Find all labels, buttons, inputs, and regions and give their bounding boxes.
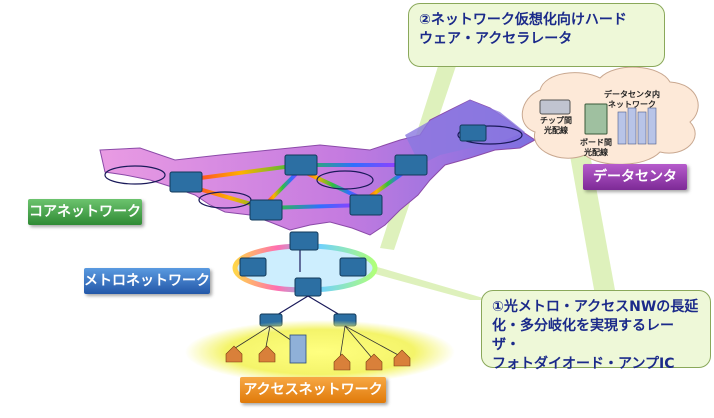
photonics-callout-line2: 化・多分岐化を実現するレーザ・ [492, 318, 674, 353]
datacenter-tag: データセンタ [583, 164, 687, 190]
inner-network-line2: ネットワーク [608, 100, 656, 109]
metro-ring [232, 231, 378, 327]
accelerator-callout-line2: ウェア・アクセラレータ [419, 31, 573, 47]
board-link-line2: 光配線 [584, 148, 608, 157]
photonics-callout-line3: フォトダイオード・アンプIC [492, 356, 675, 372]
photonics-callout-line1: ①光メトロ・アクセスNWの長延 [492, 299, 699, 315]
accelerator-callout-line1: ②ネットワーク仮想化向けハード [419, 12, 627, 28]
photonics-callout: ①光メトロ・アクセスNWの長延 化・多分岐化を実現するレーザ・ フォトダイオード… [481, 290, 711, 372]
accelerator-callout: ②ネットワーク仮想化向けハード ウェア・アクセラレータ [408, 3, 665, 67]
board-link-line1: ボード間 [580, 138, 612, 147]
core-network-tag: コアネットワーク [28, 199, 142, 225]
chip-link-line1: チップ間 [540, 116, 572, 125]
access-area [185, 320, 455, 384]
access-network-tag: アクセスネットワーク [240, 377, 386, 403]
inner-network-line1: データセンタ内 [604, 90, 660, 99]
board-link-label: ボード間 光配線 [580, 138, 612, 158]
metro-network-tag: メトロネットワーク [84, 268, 210, 294]
chip-link-label: チップ間 光配線 [540, 116, 572, 136]
datacenter-inner-network-label: データセンタ内 ネットワーク [604, 90, 660, 110]
core-routers [169, 124, 487, 221]
datacenter-cloud [521, 66, 699, 165]
chip-link-line2: 光配線 [544, 126, 568, 135]
mini-rings [104, 125, 523, 209]
